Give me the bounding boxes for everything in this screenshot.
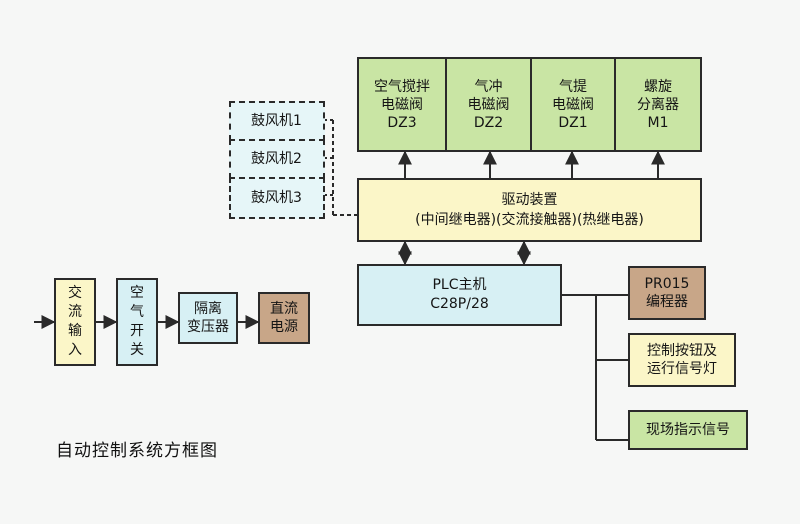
valve-dz1: 气提 电磁阀 DZ1 (530, 57, 616, 152)
air-breaker-label: 空 气 开 关 (130, 285, 144, 358)
diagram-title: 自动控制系统方框图 (56, 441, 218, 461)
isolation-transformer-label: 隔离 变压器 (187, 301, 229, 335)
driver-device-label: 驱动装置 (中间继电器)(交流接触器)(热继电器) (415, 192, 644, 228)
programmer-pr015: PR015 编程器 (628, 266, 706, 320)
separator-m1: 螺旋 分离器 M1 (614, 57, 702, 152)
programmer-label: PR015 编程器 (644, 276, 690, 310)
dc-power: 直流 电源 (258, 292, 310, 344)
driver-device: 驱动装置 (中间继电器)(交流接触器)(热继电器) (357, 178, 702, 242)
ac-input: 交 流 输 入 (54, 278, 96, 366)
valve-dz1-label: 气提 电磁阀 DZ1 (552, 78, 594, 131)
blower-2-label: 鼓风机2 (251, 151, 302, 167)
air-breaker: 空 气 开 关 (116, 278, 158, 366)
control-buttons: 控制按钮及 运行信号灯 (628, 333, 736, 387)
field-signals: 现场指示信号 (628, 410, 748, 450)
plc-main-label: PLC主机 C28P/28 (430, 277, 489, 312)
valve-dz3-label: 空气搅拌 电磁阀 DZ3 (374, 78, 430, 131)
blower-1: 鼓风机1 (229, 101, 325, 141)
plc-main: PLC主机 C28P/28 (357, 264, 562, 326)
blower-2: 鼓风机2 (229, 139, 325, 179)
blower-3: 鼓风机3 (229, 177, 325, 219)
ac-input-label: 交 流 输 入 (68, 285, 82, 358)
isolation-transformer: 隔离 变压器 (178, 292, 238, 344)
valve-dz2-label: 气冲 电磁阀 DZ2 (467, 78, 510, 131)
separator-m1-label: 螺旋 分离器 M1 (637, 78, 679, 131)
valve-dz3: 空气搅拌 电磁阀 DZ3 (357, 57, 447, 152)
dc-power-label: 直流 电源 (270, 301, 298, 335)
field-signals-label: 现场指示信号 (646, 422, 730, 438)
control-buttons-label: 控制按钮及 运行信号灯 (647, 343, 717, 377)
blower-1-label: 鼓风机1 (251, 113, 302, 129)
blower-3-label: 鼓风机3 (251, 190, 302, 206)
valve-dz2: 气冲 电磁阀 DZ2 (445, 57, 532, 152)
